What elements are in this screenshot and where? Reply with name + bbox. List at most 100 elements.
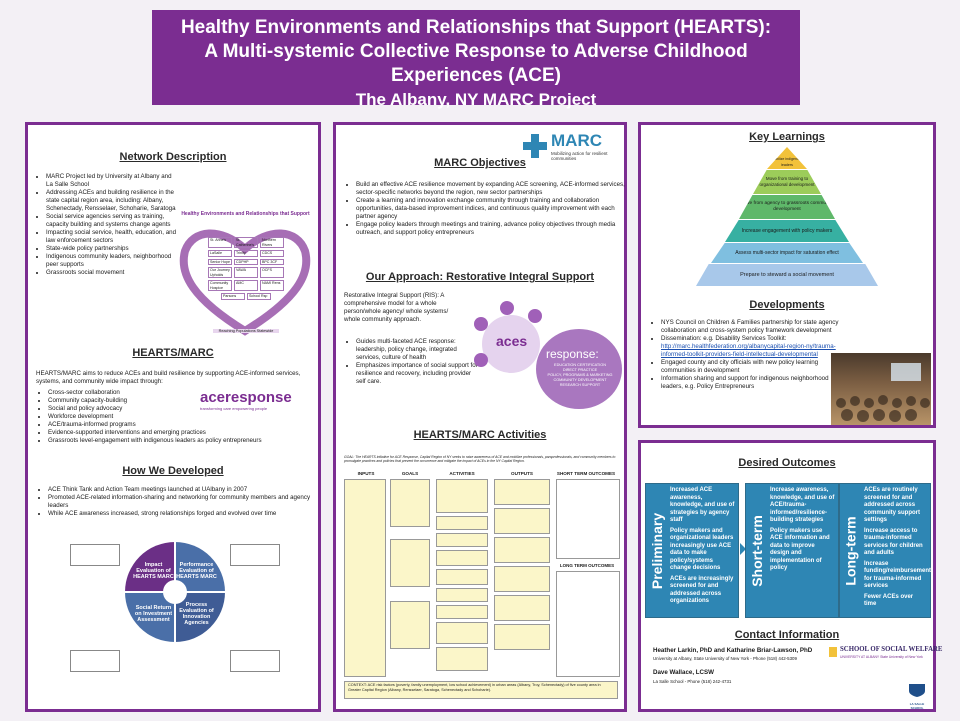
activities-title: HEARTS/MARC Activities xyxy=(413,429,547,441)
long-term-header: LONG TERM OUTCOMES xyxy=(559,563,615,568)
heart-cell: AMC xyxy=(234,280,258,291)
lasalle-text: LA SALLE SCHOOL xyxy=(909,702,925,710)
audience-photo xyxy=(831,353,931,425)
response-text: response: xyxy=(546,347,599,361)
aces-text: aces xyxy=(496,333,528,349)
circle-center xyxy=(163,580,187,604)
outcome-label: Preliminary xyxy=(649,512,666,589)
list-item: Promoted ACE-related information-sharing… xyxy=(48,494,326,510)
outcome-item: Policy makers and organizational leaders… xyxy=(670,527,734,572)
hearts-marc-list: Cross-sector collaboration Community cap… xyxy=(36,389,326,445)
response-line: EDUCATION CERTIFICATION xyxy=(554,363,606,367)
activity-box xyxy=(436,605,488,619)
outcome-label: Long-term xyxy=(843,515,859,586)
aces-node xyxy=(474,353,488,367)
col-header: ACTIVITIES xyxy=(449,471,475,476)
list-item: Indigenous community leaders, neighborho… xyxy=(46,253,176,269)
toolkit-link[interactable]: http://marc.healthfederation.org/albanyc… xyxy=(661,343,836,358)
network-title: Network Description xyxy=(119,151,227,163)
note-box xyxy=(230,544,280,566)
learnings-pyramid: Mobilize indigenous leaders Move from tr… xyxy=(641,147,933,287)
list-item: Social and policy advocacy xyxy=(48,405,326,413)
aceresponse-logo-tag: transforming care empowering people xyxy=(200,406,268,411)
heart-diagram: Healthy Environments and Relationships t… xyxy=(173,211,318,339)
output-box xyxy=(494,566,550,592)
heart-cell: Community Hospice xyxy=(208,280,232,291)
heart-cell: CDPHP xyxy=(234,258,258,265)
list-item: Workforce development xyxy=(48,413,326,421)
evaluation-circle: Impact Evaluation of HEARTS MARC Perform… xyxy=(125,542,225,642)
list-item: Guides multi-faceted ACE response: leade… xyxy=(356,338,482,362)
heart-cell: LaSalle xyxy=(208,250,232,257)
network-list: MARC Project led by University at Albany… xyxy=(34,173,176,277)
goal-box xyxy=(390,479,430,527)
approach-list: Guides multi-faceted ACE response: leade… xyxy=(344,338,482,386)
activity-box xyxy=(436,516,488,530)
outcome-text: Increase awareness, knowledge, and use o… xyxy=(770,487,835,573)
list-item: Dissemination: e.g. Disability Services … xyxy=(661,335,845,359)
aces-response-graphic: aces response: EDUCATION CERTIFICATION D… xyxy=(472,295,622,410)
output-box xyxy=(494,508,550,534)
outcome-item: Fewer ACEs over time xyxy=(864,593,914,608)
outcomes-title: Desired Outcomes xyxy=(738,457,836,469)
activities-column xyxy=(436,479,488,675)
hearts-marc-title: HEARTS/MARC xyxy=(132,347,214,359)
pyramid-level-5: Assess multi-sector impact for saturatio… xyxy=(711,243,863,263)
marc-logo: MARC Mobilizing action for resilient com… xyxy=(522,131,622,167)
heart-caption: Reaching Populations Statewide xyxy=(213,329,279,333)
inputs-box xyxy=(344,479,386,677)
arrow-icon xyxy=(740,543,746,555)
developments-list: NYS Council on Children & Families partn… xyxy=(649,319,845,391)
heart-cell: Our Journey Upholds xyxy=(208,267,232,278)
response-line: COMMUNITY DEVELOPMENT xyxy=(553,378,607,382)
outcome-text: ACEs are routinely screened for and addr… xyxy=(864,487,931,609)
long-term-box xyxy=(556,571,620,677)
heart-cell: Senior Hope xyxy=(208,258,232,265)
list-item: Create a learning and innovation exchang… xyxy=(356,197,632,221)
pyramid-level-6: Prepare to steward a social movement xyxy=(696,264,878,286)
quadrant-social-return: Social Return on Investment Assessment xyxy=(125,593,174,642)
list-item: MARC Project led by University at Albany… xyxy=(46,173,176,189)
outcome-long-term: Long-term ACEs are routinely screened fo… xyxy=(839,483,931,618)
middle-panel: MARC Mobilizing action for resilient com… xyxy=(333,122,627,712)
outcome-text: Increased ACE awareness, knowledge, and … xyxy=(670,487,735,606)
heart-cell: St. Catherine's xyxy=(234,237,258,248)
heart-cell: CDCS xyxy=(260,250,284,257)
goal-box xyxy=(390,539,430,587)
logic-context: CONTEXT: ACE risk factors (poverty, fami… xyxy=(344,681,618,699)
heart-cell: Trinity xyxy=(234,250,258,257)
list-item: Build an effective ACE resilience moveme… xyxy=(356,181,632,197)
pyramid-level-1: Mobilize indigenous leaders xyxy=(767,147,807,169)
quadrant-process: Process Evaluation of Innovation Agencie… xyxy=(176,593,225,642)
logic-goal: GOAL: The HEARTS initiative for ACE Resp… xyxy=(344,455,616,463)
outcome-item: ACEs are routinely screened for and addr… xyxy=(864,487,921,523)
audience-crowd-icon xyxy=(836,363,930,422)
outcome-item: ACEs are increasingly screened for and a… xyxy=(670,575,734,605)
outcome-item: Increased ACE awareness, knowledge, and … xyxy=(670,487,735,523)
lasalle-crest-icon xyxy=(909,684,925,697)
poster-title-line3: The Albany, NY MARC Project xyxy=(355,90,597,109)
learnings-title: Key Learnings xyxy=(749,131,825,143)
dissemination-label: Dissemination: e.g. Disability Services … xyxy=(661,335,787,342)
activity-box xyxy=(436,479,488,513)
objectives-title: MARC Objectives xyxy=(434,157,526,169)
activity-box xyxy=(436,622,488,644)
list-item: Grassroots social movement xyxy=(46,269,176,277)
output-box xyxy=(494,595,550,621)
list-item: Cross-sector collaboration xyxy=(48,389,326,397)
list-item: Community capacity-building xyxy=(48,397,326,405)
short-term-box xyxy=(556,479,620,559)
list-item: NYS Council on Children & Families partn… xyxy=(661,319,845,335)
left-panel: Network Description MARC Project led by … xyxy=(25,122,321,712)
outcome-label: Short-term xyxy=(749,514,765,587)
heart-cell: Northern Rivers xyxy=(260,237,284,248)
output-box xyxy=(494,624,550,650)
list-item: Engage policy leaders through meetings a… xyxy=(356,221,632,237)
col-header: OUTPUTS xyxy=(511,471,533,476)
logic-headers: INPUTS GOALS ACTIVITIES OUTPUTS SHORT TE… xyxy=(344,471,620,476)
outcome-item: Increase awareness, knowledge, and use o… xyxy=(770,487,835,523)
note-box xyxy=(70,544,120,566)
aces-node xyxy=(528,309,542,323)
list-item: Engaged county and city officials with n… xyxy=(661,359,845,375)
marc-cross-icon xyxy=(523,134,547,158)
